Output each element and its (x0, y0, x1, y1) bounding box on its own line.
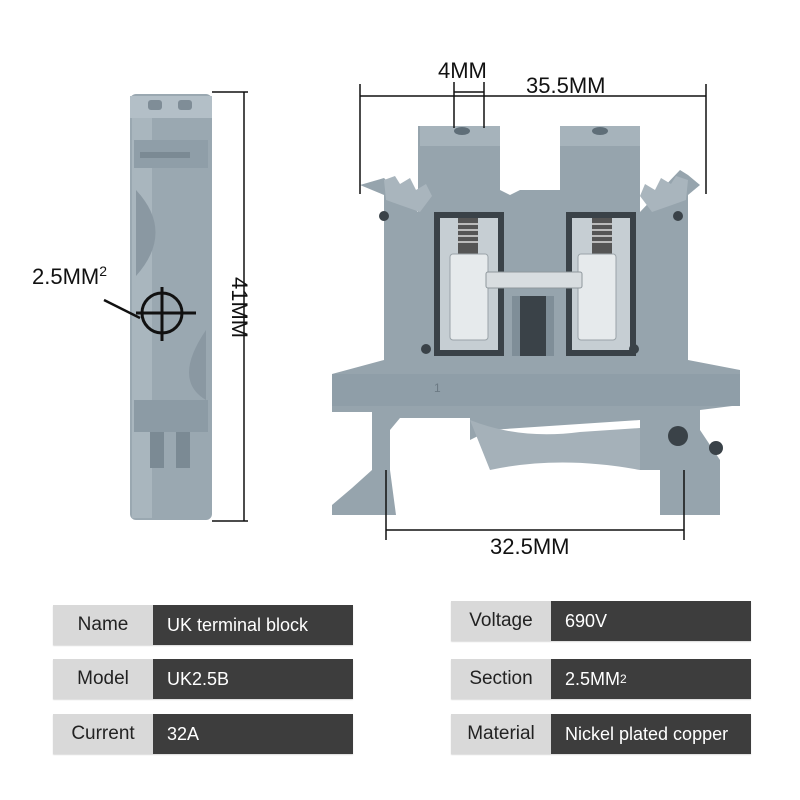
spec-label: Material (451, 714, 551, 754)
svg-text:1: 1 (434, 381, 441, 395)
spec-row-material: Material Nickel plated copper (451, 714, 751, 754)
base-width-dimension (385, 470, 685, 540)
side-view (130, 94, 212, 520)
spec-value: 32A (153, 714, 353, 754)
spec-label: Voltage (451, 601, 551, 641)
spec-row-voltage: Voltage 690V (451, 601, 751, 641)
spec-label: Current (53, 714, 153, 754)
spec-label: Model (53, 659, 153, 699)
hole-width-label: 4MM (438, 58, 487, 83)
spec-value: UK2.5B (153, 659, 353, 699)
spec-label: Section (451, 659, 551, 699)
front-view: 1 (332, 126, 740, 515)
section-marker-icon (103, 287, 196, 341)
spec-value: UK terminal block (153, 605, 353, 645)
top-width-label: 35.5MM (526, 73, 605, 98)
top-width-dimension (359, 84, 707, 194)
spec-label: Name (53, 605, 153, 645)
base-width-label: 32.5MM (490, 534, 569, 559)
hole-width-dimension (453, 82, 485, 128)
height-label: 41MM (227, 277, 252, 338)
spec-value: 690V (551, 601, 751, 641)
spec-row-current: Current 32A (53, 714, 353, 754)
height-dimension (212, 91, 248, 522)
spec-value: Nickel plated copper (551, 714, 751, 754)
side-section-label: 2.5MM2 (32, 263, 107, 289)
spec-row-name: Name UK terminal block (53, 605, 353, 645)
spec-row-model: Model UK2.5B (53, 659, 353, 699)
